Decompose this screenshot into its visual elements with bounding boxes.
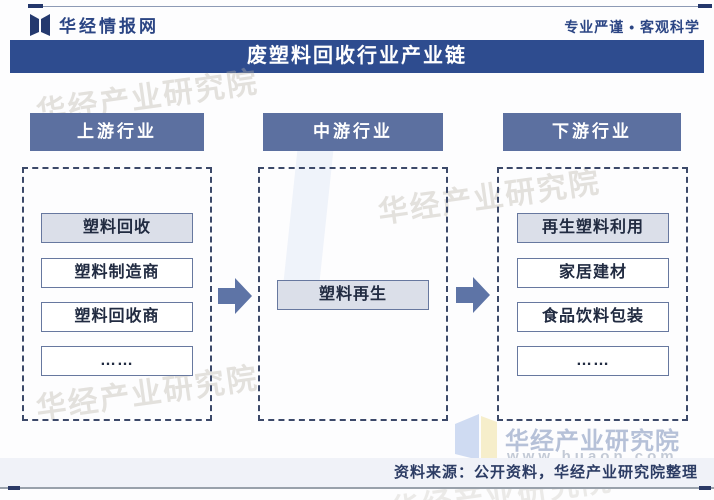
chain-item: 塑料回收 bbox=[41, 213, 193, 243]
chain-item: 家居建材 bbox=[517, 258, 669, 288]
bottom-divider-right-cap bbox=[699, 486, 711, 490]
chain-item: 再生塑料利用 bbox=[517, 213, 669, 243]
chain-item: 食品饮料包装 bbox=[517, 302, 669, 332]
watermark-brand-text: 华经产业研究院 bbox=[505, 428, 680, 455]
top-divider bbox=[30, 6, 710, 7]
brand-name: 华经情报网 bbox=[59, 17, 159, 36]
bottom-divider bbox=[0, 487, 714, 489]
upstream-container bbox=[22, 167, 212, 421]
column-header-midstream: 中游行业 bbox=[263, 113, 443, 151]
midstream-container bbox=[258, 167, 448, 421]
chain-item: 塑料制造商 bbox=[41, 258, 193, 288]
brand-header: 华经情报网 bbox=[30, 12, 159, 37]
chain-item: 塑料再生 bbox=[277, 280, 429, 310]
source-note: 资料来源：公开资料，华经产业研究院整理 bbox=[393, 464, 698, 481]
chain-item: …… bbox=[41, 346, 193, 376]
column-header-upstream: 上游行业 bbox=[30, 113, 204, 151]
column-header-downstream: 下游行业 bbox=[503, 113, 681, 151]
bottom-divider-left-cap bbox=[8, 486, 20, 490]
right-arrow-icon bbox=[218, 278, 252, 314]
top-divider-right-cap bbox=[698, 4, 712, 8]
footer-strip bbox=[0, 458, 714, 487]
right-arrow-icon bbox=[456, 277, 490, 313]
page-title: 废塑料回收行业产业链 bbox=[10, 40, 704, 73]
chain-item: 塑料回收商 bbox=[41, 302, 193, 332]
huaon-watermark-logo-icon bbox=[453, 412, 501, 467]
downstream-container bbox=[497, 167, 688, 421]
brand-tagline: 专业严谨 • 客观科学 bbox=[564, 19, 700, 35]
top-divider-left-cap bbox=[28, 4, 43, 8]
huajing-logo-icon bbox=[30, 13, 51, 37]
chain-item: …… bbox=[517, 346, 669, 376]
